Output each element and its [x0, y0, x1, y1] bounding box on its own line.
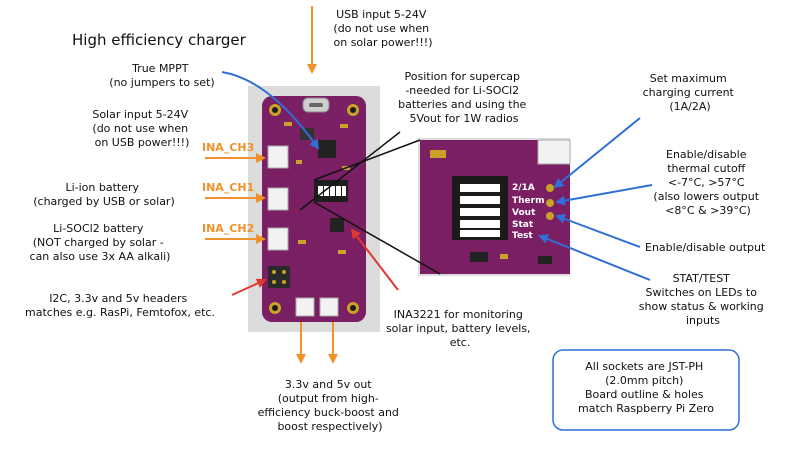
supercap-annotation: Position for supercap -needed for Li-SOC… — [398, 70, 530, 125]
ina-ch3-label: INA_CH3 — [202, 141, 254, 154]
max-current-annotation: Set maximum charging current (1A/2A) — [643, 72, 738, 113]
switch-label-stat: Stat — [512, 220, 534, 230]
stat-test-annotation: STAT/TEST Switches on LEDs to show statu… — [639, 272, 767, 327]
arrow-mppt — [221, 71, 320, 150]
note-box — [552, 349, 740, 431]
arrow-headers — [231, 278, 267, 296]
jst-socket-liion — [267, 187, 289, 211]
board-zoom-photo: 2/1A Therm Vout Stat Test — [418, 138, 571, 276]
ina3221-annotation: INA3221 for monitoring solar input, batt… — [386, 308, 534, 349]
jst-socket-3v3-out — [295, 297, 315, 317]
mppt-annotation: True MPPT (no jumpers to set) — [109, 62, 214, 89]
supercap-pointer — [299, 131, 401, 211]
headers-annotation: I2C, 3.3v and 5v headers matches e.g. Ra… — [25, 292, 215, 319]
switch-label-test: Test — [512, 231, 533, 241]
mppt-chip — [318, 140, 336, 158]
liion-annotation: Li-ion battery (charged by USB or solar) — [33, 181, 175, 208]
zoom-line-bottom — [313, 201, 441, 275]
arrow-enable-output — [555, 214, 641, 248]
jst-socket-lisocl2 — [267, 227, 289, 251]
jst-socket-5v-out — [319, 297, 339, 317]
zoom-line-top — [313, 139, 421, 181]
ina-ch1-label: INA_CH1 — [202, 181, 254, 194]
outputs-annotation: 3.3v and 5v out (output from high- effic… — [258, 378, 403, 433]
board-photo — [248, 86, 380, 332]
switch-label-2-1a: 2/1A — [512, 183, 535, 193]
note-text: All sockets are JST-PH (2.0mm pitch) Boa… — [578, 360, 714, 415]
jst-socket-solar — [267, 145, 289, 169]
arrow-thermal — [555, 184, 653, 206]
enable-output-annotation: Enable/disable output — [645, 241, 766, 254]
diagram-title: High efficiency charger — [72, 31, 247, 49]
switch-label-vout: Vout — [512, 208, 536, 218]
switch-label-therm: Therm — [512, 196, 544, 206]
arrow-max-current — [553, 117, 641, 189]
usb-input-annotation: USB input 5-24V (do not use when on sola… — [333, 8, 432, 49]
arrow-stat-test — [538, 234, 651, 281]
pin-header — [268, 266, 290, 288]
arrow-ina3221 — [350, 228, 399, 291]
lisocl2-annotation: Li-SOCl2 battery (NOT charged by solar -… — [30, 222, 171, 263]
solar-input-annotation: Solar input 5-24V (do not use when on US… — [92, 108, 191, 149]
ina-ch2-label: INA_CH2 — [202, 222, 254, 235]
ina3221-chip — [330, 218, 344, 232]
thermal-annotation: Enable/disable thermal cutoff <-7°C, >57… — [653, 148, 762, 217]
